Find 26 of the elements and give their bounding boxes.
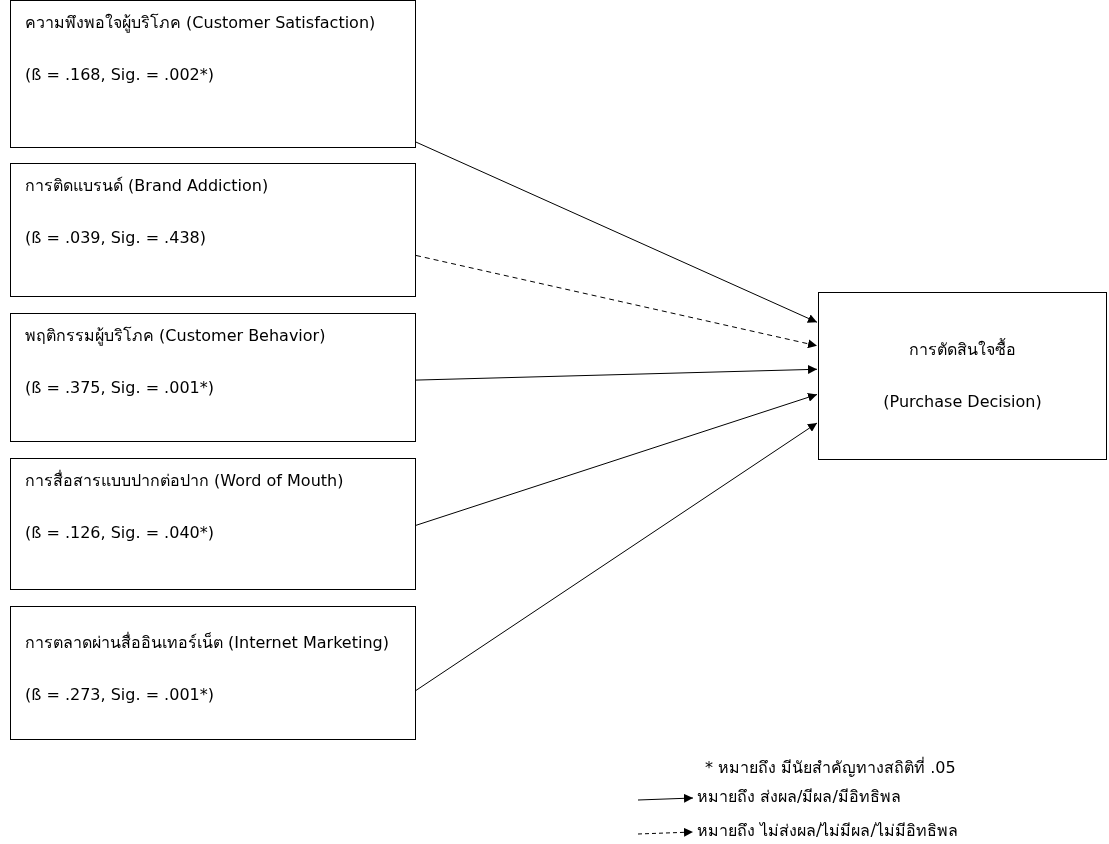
arrow — [415, 393, 818, 526]
legend-text: หมายถึง ส่งผล/มีผล/มีอิทธิพล — [697, 786, 901, 808]
coefficient-text: (Purchase Decision) — [883, 391, 1042, 413]
coefficient-text: (ß = .039, Sig. = .438) — [25, 227, 207, 249]
variable-name: ความพึงพอใจผู้บริโภค (Customer Satisfaction) — [25, 12, 377, 35]
coefficient-text: (ß = .168, Sig. = .002*) — [25, 64, 215, 86]
arrow — [415, 365, 818, 381]
variable-name: การตลาดผ่านสื่ออินเทอร์เน็ต (Internet Marketing) — [25, 633, 389, 652]
coefficient-text: (ß = .273, Sig. = .001*) — [25, 685, 214, 704]
variable-name: การสื่อสารแบบปากต่อปาก (Word of Mouth) — [25, 469, 345, 492]
coefficient-text: (ß = .375, Sig. = .001*) — [25, 377, 215, 399]
variable-name: การติดแบรนด์ (Brand Addiction) — [25, 175, 270, 197]
variable-name: พฤติกรรมผู้บริโภค (Customer Behavior) — [25, 325, 327, 348]
factor-box — [10, 606, 416, 740]
arrow — [415, 422, 818, 691]
significance-note: * หมายถึง มีนัยสำคัญทางสถิติที่ .05 — [705, 756, 956, 779]
legend-text: หมายถึง ไม่ส่งผล/ไม่มีผล/ไม่มีอิทธิพล — [697, 820, 958, 842]
arrow — [415, 254, 818, 349]
coefficient-text: (ß = .126, Sig. = .040*) — [25, 522, 215, 544]
variable-name: การตัดสินใจซื้อ — [909, 338, 1016, 361]
outcome-box — [818, 292, 1107, 460]
factor-box — [10, 163, 416, 297]
factor-box — [10, 458, 416, 590]
factor-box — [10, 0, 416, 148]
arrow — [415, 141, 818, 323]
factor-box — [10, 313, 416, 442]
